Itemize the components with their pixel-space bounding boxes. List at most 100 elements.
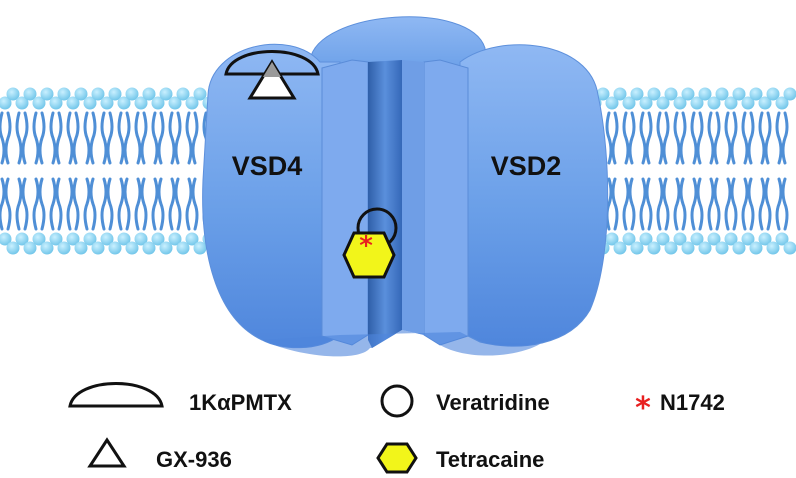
lipid-tail — [645, 111, 653, 165]
lipid-head — [758, 96, 772, 110]
asterisk-icon: * — [635, 391, 651, 426]
sodium-channel-protein — [202, 16, 609, 357]
lipid-tail — [151, 111, 159, 165]
lipid-tail — [662, 111, 670, 165]
lipid-head — [117, 232, 131, 246]
lipid-head — [715, 87, 729, 101]
lipid-head — [690, 96, 704, 110]
lipid-tail — [611, 111, 619, 165]
lipid-head — [32, 96, 46, 110]
lipid-head — [176, 87, 190, 101]
lipid-tail — [134, 111, 142, 165]
lipid-head — [622, 96, 636, 110]
lipid-tail — [690, 111, 698, 165]
lipid-tail — [775, 177, 783, 231]
lipid-head — [91, 241, 105, 255]
lipid-tail — [32, 111, 40, 165]
triangle-icon — [87, 437, 127, 468]
lipid-tail — [123, 111, 131, 165]
lipid-tail — [21, 177, 29, 231]
lipid-head — [6, 241, 20, 255]
lipid-head — [639, 232, 653, 246]
lipid-tail — [157, 111, 165, 165]
lipid-head — [783, 87, 796, 101]
lipid-tail — [66, 111, 74, 165]
lipid-tail — [713, 111, 721, 165]
lipid-head — [775, 96, 789, 110]
lipid-head — [108, 87, 122, 101]
lipid-tail — [21, 111, 29, 165]
vsd2-domain — [459, 44, 609, 347]
lipid-tail — [764, 177, 772, 231]
lipid-tail — [747, 111, 755, 165]
pore-binding-site: * — [342, 207, 398, 279]
lipid-head — [66, 96, 80, 110]
lipid-tail — [628, 177, 636, 231]
legend-label: Tetracaine — [436, 447, 544, 472]
lipid-head — [40, 241, 54, 255]
lipid-head — [49, 232, 63, 246]
lipid-head — [176, 241, 190, 255]
lipid-head — [715, 241, 729, 255]
lipid-tail — [32, 177, 40, 231]
asterisk-icon: * — [359, 231, 373, 261]
lipid-tail — [185, 177, 193, 231]
lipid-tail — [89, 111, 97, 165]
lipid-head — [23, 87, 37, 101]
lipid-head — [32, 232, 46, 246]
lipid-head — [766, 87, 780, 101]
lipid-tail — [724, 177, 732, 231]
lipid-tail — [4, 111, 12, 165]
legend-item-veratridine: Veratridine — [380, 384, 550, 418]
lipid-tail — [55, 177, 63, 231]
lipid-tail — [140, 177, 148, 231]
lipid-head — [83, 96, 97, 110]
half-disc-icon — [224, 50, 320, 76]
lipid-tail — [656, 111, 664, 165]
channel-foot — [262, 330, 540, 357]
lipid-tail — [724, 111, 732, 165]
lipid-head — [596, 87, 610, 101]
lipid-head — [664, 87, 678, 101]
lipid-head — [168, 232, 182, 246]
lipid-head — [741, 96, 755, 110]
legend: 1KαPMTX Veratridine * N1742 GX-936 Tetra… — [68, 382, 725, 474]
lipid-tail — [4, 177, 12, 231]
lipid-tail — [673, 177, 681, 231]
lipid-head — [690, 232, 704, 246]
central-pore — [368, 60, 402, 348]
lipid-tail — [741, 111, 749, 165]
lipid-tail — [83, 177, 91, 231]
lipid-head — [749, 87, 763, 101]
pore-helix-left — [321, 59, 369, 346]
lipid-head — [83, 232, 97, 246]
lipid-tail — [134, 177, 142, 231]
lipid-tail — [622, 177, 630, 231]
lipid-tail — [781, 111, 789, 165]
pore-helix-right — [423, 59, 469, 346]
lipid-tail — [679, 177, 687, 231]
lipid-head — [639, 96, 653, 110]
lipid-tail — [679, 111, 687, 165]
lipid-tail — [140, 111, 148, 165]
lipid-tail — [100, 177, 108, 231]
lipid-tail — [696, 177, 704, 231]
lipid-head — [185, 96, 199, 110]
legend-item-1kapmtx: 1KαPMTX — [68, 382, 292, 415]
lipid-head — [732, 87, 746, 101]
lipid-tail — [55, 111, 63, 165]
lipid-head — [681, 87, 695, 101]
lipid-head — [159, 87, 173, 101]
lipid-head — [724, 96, 738, 110]
lipid-tail — [639, 111, 647, 165]
lipid-head — [100, 232, 114, 246]
lipid-head — [605, 96, 619, 110]
lipid-head — [125, 87, 139, 101]
lipid-head — [134, 232, 148, 246]
legend-label: N1742 — [660, 390, 725, 415]
legend-item-n1742: * N1742 — [635, 390, 725, 426]
lipid-head — [0, 232, 12, 246]
hexagon-icon — [342, 231, 396, 279]
lipid-head — [783, 241, 796, 255]
